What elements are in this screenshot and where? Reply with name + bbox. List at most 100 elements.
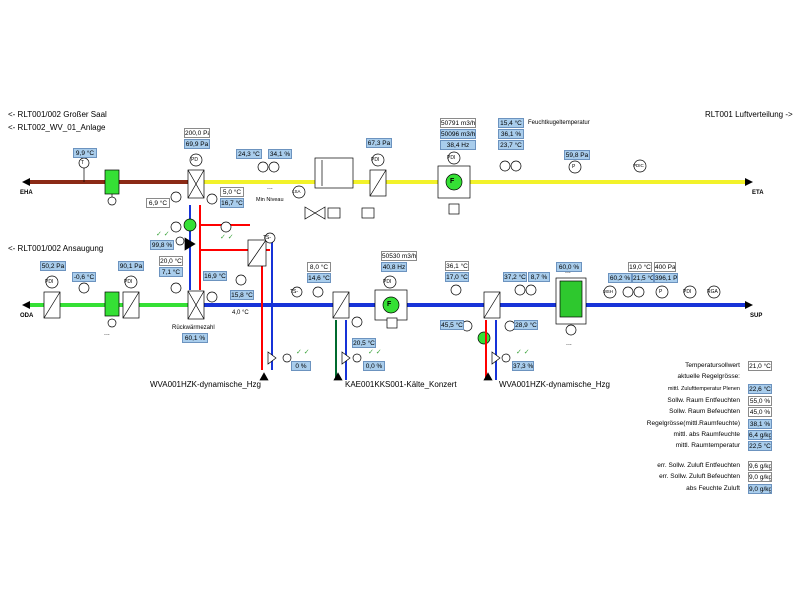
recovery-t3-value: 16,9 °C — [203, 271, 227, 281]
hum-sensor-supply-icon — [525, 284, 537, 296]
pdi-filter-exhaust-icon — [371, 153, 385, 167]
pdi-exhaust-glyph: PDI — [371, 157, 380, 163]
recovery-t2-value: 7,1 °C — [159, 267, 183, 277]
cooling-valve-icon — [341, 351, 351, 365]
supply-t-hum-value: 37,2 °C — [503, 272, 527, 282]
nav-rlt-grosser-saal[interactable]: <- RLT001/002 Großer Saal — [8, 110, 107, 119]
temp-sensor-hum-icon — [514, 284, 526, 296]
reheat-temp-value: 45,5 °C — [440, 320, 464, 330]
eta-label: ETA — [752, 190, 764, 196]
fan-monitor-exhaust-icon — [448, 203, 460, 215]
nav-rlt-ansaugung[interactable]: <- RLT001/002 Ansaugung — [8, 244, 104, 253]
dots-1: ... — [267, 184, 273, 191]
pdi-sup-icon — [683, 285, 697, 299]
rga-sensor-icon — [707, 285, 721, 299]
oda-pd-value: 50,2 Pa — [40, 261, 66, 271]
oda-arrow — [22, 301, 30, 309]
supply-t-after-hx-value: 8,0 °C — [307, 262, 331, 272]
link-kaelte[interactable]: KAE001KKS001-Kälte_Konzert — [345, 380, 457, 389]
temp-d-value: 6,9 °C — [146, 198, 170, 208]
pressure-sensor-icon — [568, 160, 582, 174]
sup-p-value: 396,1 Pa — [654, 273, 678, 283]
lsa-glyph: LSA — [292, 189, 301, 194]
supply-freq-value: 40,8 Hz — [381, 262, 407, 272]
wetbulb-temp2-value: 23,7 °C — [498, 140, 524, 150]
pdi-filter-supply-icon — [124, 275, 138, 289]
link-hzg-left[interactable]: WVA001HZK-dynamische_Hzg — [150, 380, 262, 389]
reheat-valve-value: 37,3 % — [512, 361, 534, 371]
temp-sensor-supply-b-icon — [206, 291, 218, 303]
sup-temp-value: 19,0 °C — [628, 262, 652, 272]
pump-motor-recovery-icon — [282, 353, 292, 363]
recovery-valve-icon — [184, 237, 196, 251]
panel-value: 9,0 g/kg — [748, 472, 772, 483]
temp-b-value: 5,0 °C — [220, 187, 244, 197]
wetbulb-hum-value: 36,1 % — [498, 129, 524, 139]
wetbulb-label: Feuchtkugeltemperatur — [528, 120, 590, 126]
sup-h1-value: 60,2 % — [608, 273, 632, 283]
pd-sensor-icon — [189, 153, 203, 167]
recovery-valve-value: 99,8 % — [150, 240, 174, 250]
valve-a-icon — [304, 206, 316, 220]
sup-label: SUP — [750, 313, 763, 319]
sup-pd-value: 400 Pa — [654, 262, 676, 272]
temp-sensor-b-icon — [206, 193, 218, 205]
panel-value: 22,6 °C — [748, 383, 772, 394]
supply-t-fan-value: 36,1 °C — [445, 261, 469, 271]
ts-sensor-supply-icon — [291, 286, 303, 298]
lsa-sensor-icon — [292, 185, 306, 199]
panel-value: 6,4 g/kg — [748, 429, 772, 440]
recovery-pump-icon — [183, 218, 197, 232]
panel-value: 22,5 °C — [748, 441, 772, 452]
pdi-filter-glyph: PDI — [124, 279, 133, 285]
fan-f-supply-glyph: F — [387, 301, 392, 308]
cooling-valve-motor-icon — [352, 353, 362, 363]
cool-water-temp-value: 20,5 °C — [352, 338, 376, 348]
temp-sensor-a-icon — [257, 161, 269, 173]
recovery-t5-value: 4,0 °C — [232, 310, 249, 316]
exhaust-flow-value: 50791 m3/h — [440, 118, 476, 128]
filter-pd-exhaust-value: 67,3 Pa — [366, 138, 392, 148]
check-reheat: ✓ ✓ — [516, 349, 530, 356]
pdic-glyph: PDIC — [633, 163, 644, 168]
temp-a-value: 24,3 °C — [236, 149, 262, 159]
temp-sensor-supply-c-icon — [312, 286, 324, 298]
nav-rlt002-wv-anlage[interactable]: <- RLT002_WV_01_Anlage — [8, 123, 106, 132]
pd-glyph: PD — [191, 157, 198, 163]
recovery-coil-supply-icon — [104, 291, 120, 317]
exhaust-flow-set-value: 50096 m3/h — [440, 129, 476, 139]
temp-sensor-t4-icon — [235, 274, 247, 286]
eta-arrow — [745, 178, 753, 186]
check-recovery-1: ✓ ✓ — [156, 231, 170, 238]
hum-wetbulb-icon — [510, 160, 522, 172]
temp-sensor-supply-a-icon — [170, 282, 182, 294]
exhaust-freq-value: 38,4 Hz — [440, 140, 476, 150]
pdi-oda-icon — [45, 275, 59, 289]
supply-t-cool-value: 14,6 °C — [307, 273, 331, 283]
panel-label: mittl. Raumtemperatur — [675, 442, 740, 450]
rueckwaermezahl-value: 60,1 % — [182, 333, 208, 343]
panel-value: 9,6 g/kg — [748, 461, 772, 471]
panel-value: 38,1 % — [748, 418, 772, 429]
link-hzg-right[interactable]: WVA001HZK-dynamische_Hzg — [499, 380, 611, 389]
dots-4: ... — [566, 340, 572, 347]
level-tank-icon — [314, 157, 354, 189]
check-recovery-2: ✓ ✓ — [220, 234, 234, 241]
rueckwaermezahl-label: Rückwärmezahl — [172, 325, 215, 331]
supply-flow-value: 50530 m3/h — [381, 251, 417, 261]
panel-label: mittl. abs Raumfeuchte — [673, 430, 740, 438]
nav-rlt-luftverteilung[interactable]: RLT001 Luftverteilung -> — [705, 110, 793, 119]
pump-motor-eha-icon — [107, 196, 117, 206]
pdic-sensor-icon — [633, 159, 647, 173]
temp-sensor-eha-icon — [78, 157, 90, 169]
panel-label: Sollw. Raum Entfeuchten — [667, 397, 740, 404]
valve-motor-recovery-icon — [175, 236, 185, 246]
damper-valve-c-icon — [361, 207, 375, 219]
temp-sensor-fan-icon — [450, 284, 462, 296]
min-niveau-label: Min Niveau — [256, 197, 284, 203]
sup-arrow — [745, 301, 753, 309]
panel-value: 21,0 °C — [748, 361, 772, 371]
dots-2: ... — [104, 330, 110, 337]
pdi-sup-glyph: PDI — [683, 289, 692, 295]
